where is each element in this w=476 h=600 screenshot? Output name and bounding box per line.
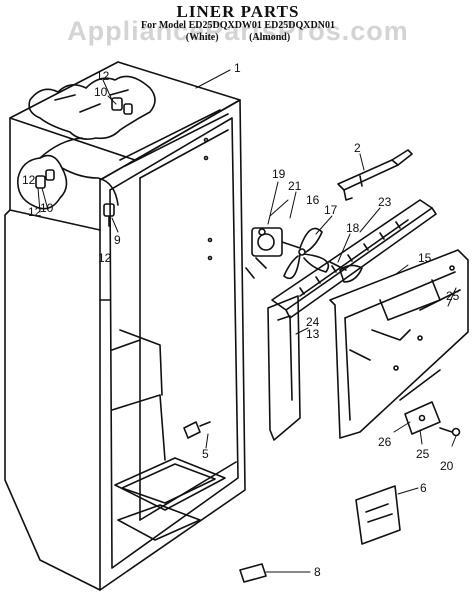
- callout-24: 24: [306, 315, 320, 329]
- callout-12: 12: [28, 205, 42, 219]
- variant-almond: (Almond): [249, 32, 291, 43]
- air-panel: [329, 249, 469, 439]
- variant-white: (White): [185, 32, 219, 43]
- callout-19: 19: [272, 167, 286, 181]
- top-foam-patch: [28, 75, 156, 140]
- page-title: LINER PARTS: [176, 2, 300, 21]
- callout-25: 25: [416, 447, 430, 461]
- callout-26: 26: [378, 435, 392, 449]
- callout-8: 8: [314, 565, 321, 579]
- callout-10: 10: [40, 201, 54, 215]
- callout-6: 6: [420, 481, 427, 495]
- callout-10: 10: [94, 85, 108, 99]
- trim-strip: [239, 563, 267, 583]
- wire-shield: [267, 295, 301, 441]
- callout-23: 23: [378, 195, 392, 209]
- panel-bracket: [404, 401, 441, 435]
- callout-21: 21: [288, 179, 302, 193]
- callout-16: 16: [306, 193, 320, 207]
- callout-13: 13: [306, 327, 320, 341]
- access-cover: [355, 485, 401, 545]
- callout-5: 5: [202, 447, 209, 461]
- model-numbers: For Model ED25DQXDW01 ED25DQXDN01: [141, 20, 335, 31]
- callout-12: 12: [98, 251, 112, 265]
- control-bracket: [337, 149, 413, 201]
- drain-plug: [183, 421, 201, 439]
- callout-25: 25: [446, 289, 460, 303]
- evaporator-fan-assembly: [245, 227, 347, 280]
- callout-2: 2: [354, 141, 361, 155]
- callout-12: 12: [22, 173, 36, 187]
- side-foam-patch: [17, 154, 68, 210]
- callout-17: 17: [324, 203, 338, 217]
- liner-cabinet: [4, 61, 246, 591]
- color-variants: (White) (Almond): [0, 32, 476, 43]
- callout-15: 15: [418, 251, 432, 265]
- callout-20: 20: [440, 459, 454, 473]
- callout-1: 1: [234, 61, 241, 75]
- callout-9: 9: [114, 233, 121, 247]
- air-duct: [271, 199, 437, 319]
- leader-lines: [37, 69, 457, 573]
- callout-12: 12: [96, 69, 110, 83]
- callout-18: 18: [346, 221, 360, 235]
